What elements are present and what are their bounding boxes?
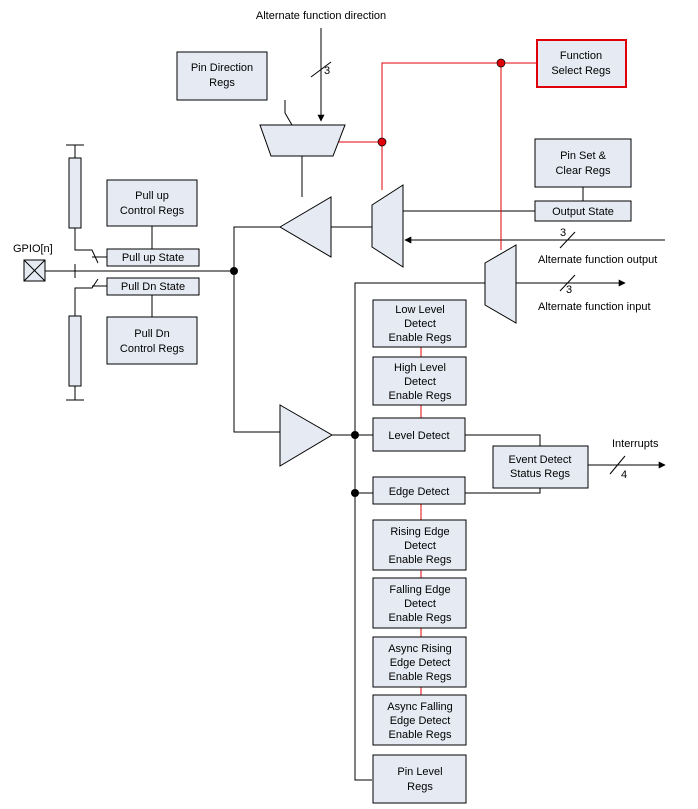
box-pin-direction-line2: Regs xyxy=(209,77,235,89)
box-pin-direction-line1: Pin Direction xyxy=(191,62,253,74)
box-low-level-line2: Detect xyxy=(404,318,436,330)
box-pin-level-line2: Regs xyxy=(407,781,433,793)
label-bus-width-output: 3 xyxy=(560,227,566,239)
box-pulldn-state-line1: Pull Dn State xyxy=(121,281,185,293)
box-rising-edge-detect: Rising Edge Detect Enable Regs xyxy=(372,519,467,571)
box-low-level-line3: Enable Regs xyxy=(389,332,452,344)
box-high-level-line3: Enable Regs xyxy=(389,390,452,402)
output-buffer-icon xyxy=(279,196,332,258)
label-bus-width-direction: 3 xyxy=(324,65,330,77)
box-pulldn-control: Pull Dn Control Regs xyxy=(106,316,198,365)
box-rising-edge-line1: Rising Edge xyxy=(390,526,449,538)
box-event-detect-line2: Status Regs xyxy=(510,468,570,480)
box-pulldn-control-line2: Control Regs xyxy=(120,343,185,355)
box-pullup-state: Pull up State xyxy=(106,248,200,267)
box-pullup-state-line1: Pull up State xyxy=(122,252,184,264)
box-falling-edge-line1: Falling Edge xyxy=(389,584,450,596)
box-pin-set-clear: Pin Set & Clear Regs xyxy=(534,138,632,188)
box-edge-detect-line1: Edge Detect xyxy=(389,486,450,498)
box-rising-edge-line2: Detect xyxy=(404,540,436,552)
box-pullup-control-line1: Pull up xyxy=(135,190,169,202)
box-pin-set-clear-line1: Pin Set & xyxy=(560,150,607,162)
label-alt-func-input: Alternate function input xyxy=(538,301,651,313)
box-pin-direction: Pin Direction Regs xyxy=(176,51,268,101)
gpio-pin-icon xyxy=(23,259,46,282)
box-high-level-line1: High Level xyxy=(394,362,446,374)
box-async-falling-line2: Edge Detect xyxy=(390,715,451,727)
box-low-level-line1: Low Level xyxy=(395,304,445,316)
box-pulldn-state: Pull Dn State xyxy=(106,277,200,296)
label-bus-width-interrupts: 4 xyxy=(621,469,627,481)
label-interrupts: Interrupts xyxy=(612,438,659,450)
box-async-falling-edge: Async Falling Edge Detect Enable Regs xyxy=(372,694,467,746)
label-alt-func-output: Alternate function output xyxy=(538,254,657,266)
box-falling-edge-line2: Detect xyxy=(404,598,436,610)
direction-mux-icon xyxy=(259,124,346,157)
box-falling-edge-detect: Falling Edge Detect Enable Regs xyxy=(372,577,467,629)
output-mux-icon xyxy=(371,184,404,268)
box-async-rising-edge: Async Rising Edge Detect Enable Regs xyxy=(372,636,467,688)
box-low-level-detect: Low Level Detect Enable Regs xyxy=(372,299,467,348)
signal-wires xyxy=(45,28,666,781)
box-pullup-control-line2: Control Regs xyxy=(120,205,185,217)
box-rising-edge-line3: Enable Regs xyxy=(389,554,452,566)
box-pin-level: Pin Level Regs xyxy=(372,754,467,804)
box-edge-detect: Edge Detect xyxy=(372,476,466,505)
box-pullup-control: Pull up Control Regs xyxy=(106,179,198,227)
box-async-rising-line2: Edge Detect xyxy=(390,657,451,669)
box-function-select-line1: Function xyxy=(560,50,602,62)
box-event-detect: Event Detect Status Regs xyxy=(492,445,589,489)
label-bus-width-input: 3 xyxy=(566,284,572,296)
box-level-detect-line1: Level Detect xyxy=(388,430,449,442)
box-event-detect-line1: Event Detect xyxy=(509,454,572,466)
input-mux-icon xyxy=(484,244,517,324)
box-high-level-line2: Detect xyxy=(404,376,436,388)
box-async-falling-line3: Enable Regs xyxy=(389,729,452,741)
junction-dots xyxy=(230,58,506,497)
label-gpio-pin: GPIO[n] xyxy=(13,243,53,255)
box-output-state-line1: Output State xyxy=(552,206,614,218)
box-pin-level-line1: Pin Level xyxy=(397,766,442,778)
box-async-rising-line1: Async Rising xyxy=(388,643,452,655)
box-falling-edge-line3: Enable Regs xyxy=(389,612,452,624)
box-async-falling-line1: Async Falling xyxy=(387,701,452,713)
box-output-state: Output State xyxy=(534,200,632,222)
function-select-wires xyxy=(333,62,537,695)
box-level-detect: Level Detect xyxy=(372,417,466,452)
box-function-select: Function Select Regs xyxy=(536,39,627,88)
box-async-rising-line3: Enable Regs xyxy=(389,671,452,683)
box-pulldn-control-line1: Pull Dn xyxy=(134,328,169,340)
label-alt-func-direction: Alternate function direction xyxy=(256,10,386,22)
input-buffer-icon xyxy=(279,404,333,467)
box-high-level-detect: High Level Detect Enable Regs xyxy=(372,356,467,406)
box-function-select-line2: Select Regs xyxy=(551,65,611,77)
box-pin-set-clear-line2: Clear Regs xyxy=(555,165,611,177)
